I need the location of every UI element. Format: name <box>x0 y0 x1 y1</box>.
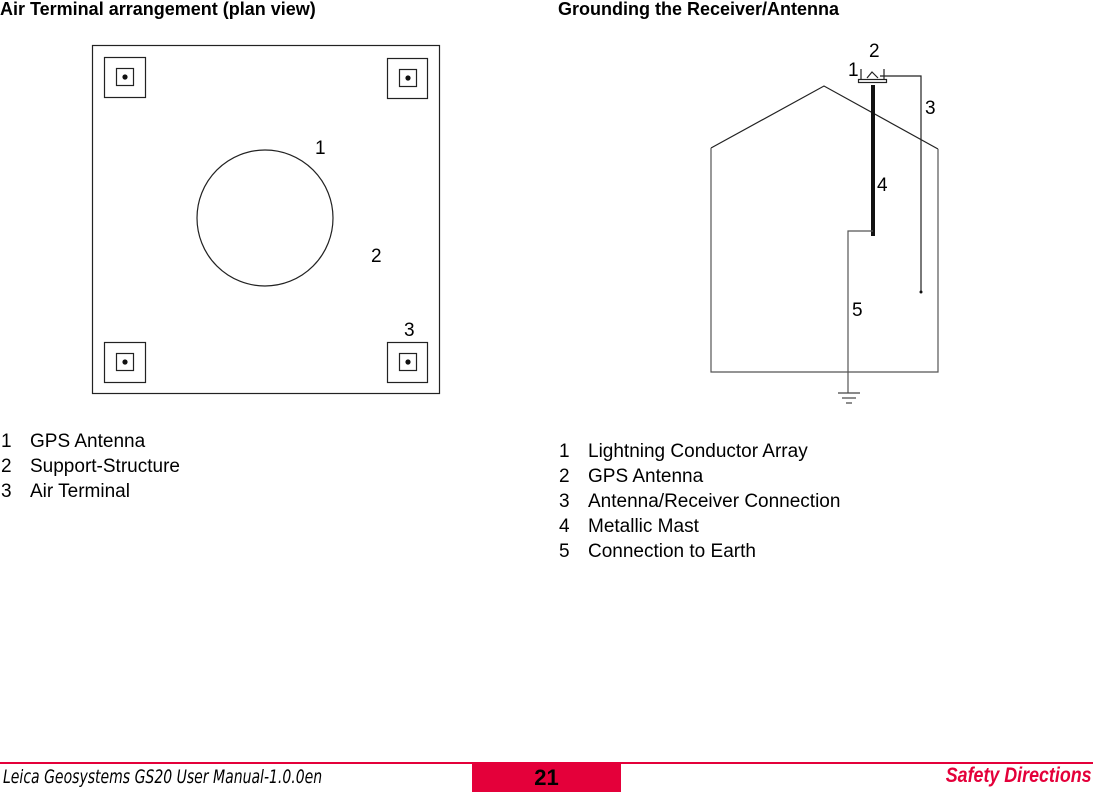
section-title: Safety Directions <box>946 764 1092 787</box>
gps-antenna-circle <box>196 149 334 287</box>
plan-label-1: 1 <box>315 138 326 159</box>
earth-connection <box>847 230 873 393</box>
right-heading: Grounding the Receiver/Antenna <box>558 0 840 19</box>
ground-label-3: 3 <box>925 98 936 119</box>
ground-label-1: 1 <box>848 60 859 81</box>
roof-line <box>710 85 939 150</box>
page-number: 21 <box>472 764 621 792</box>
manual-title: Leica Geosystems GS20 User Manual-1.0.0e… <box>3 766 323 788</box>
footer-divider <box>0 762 1093 764</box>
conductor-plate <box>857 78 888 84</box>
grounding-diagram <box>710 69 939 404</box>
antenna-receiver-cable <box>880 75 922 292</box>
plan-label-2: 2 <box>371 246 382 267</box>
support-structure-outline <box>91 44 441 395</box>
plan-view-diagram <box>91 44 441 395</box>
ground-label-4: 4 <box>877 175 888 196</box>
air-terminal-dots <box>122 74 411 365</box>
left-heading: Air Terminal arrangement (plan view) <box>0 0 316 19</box>
ground-label-2: 2 <box>869 41 880 62</box>
plan-label-3: 3 <box>404 320 415 341</box>
gps-antenna-triangle <box>866 71 879 79</box>
building-walls <box>710 148 939 373</box>
ground-label-5: 5 <box>852 300 863 321</box>
